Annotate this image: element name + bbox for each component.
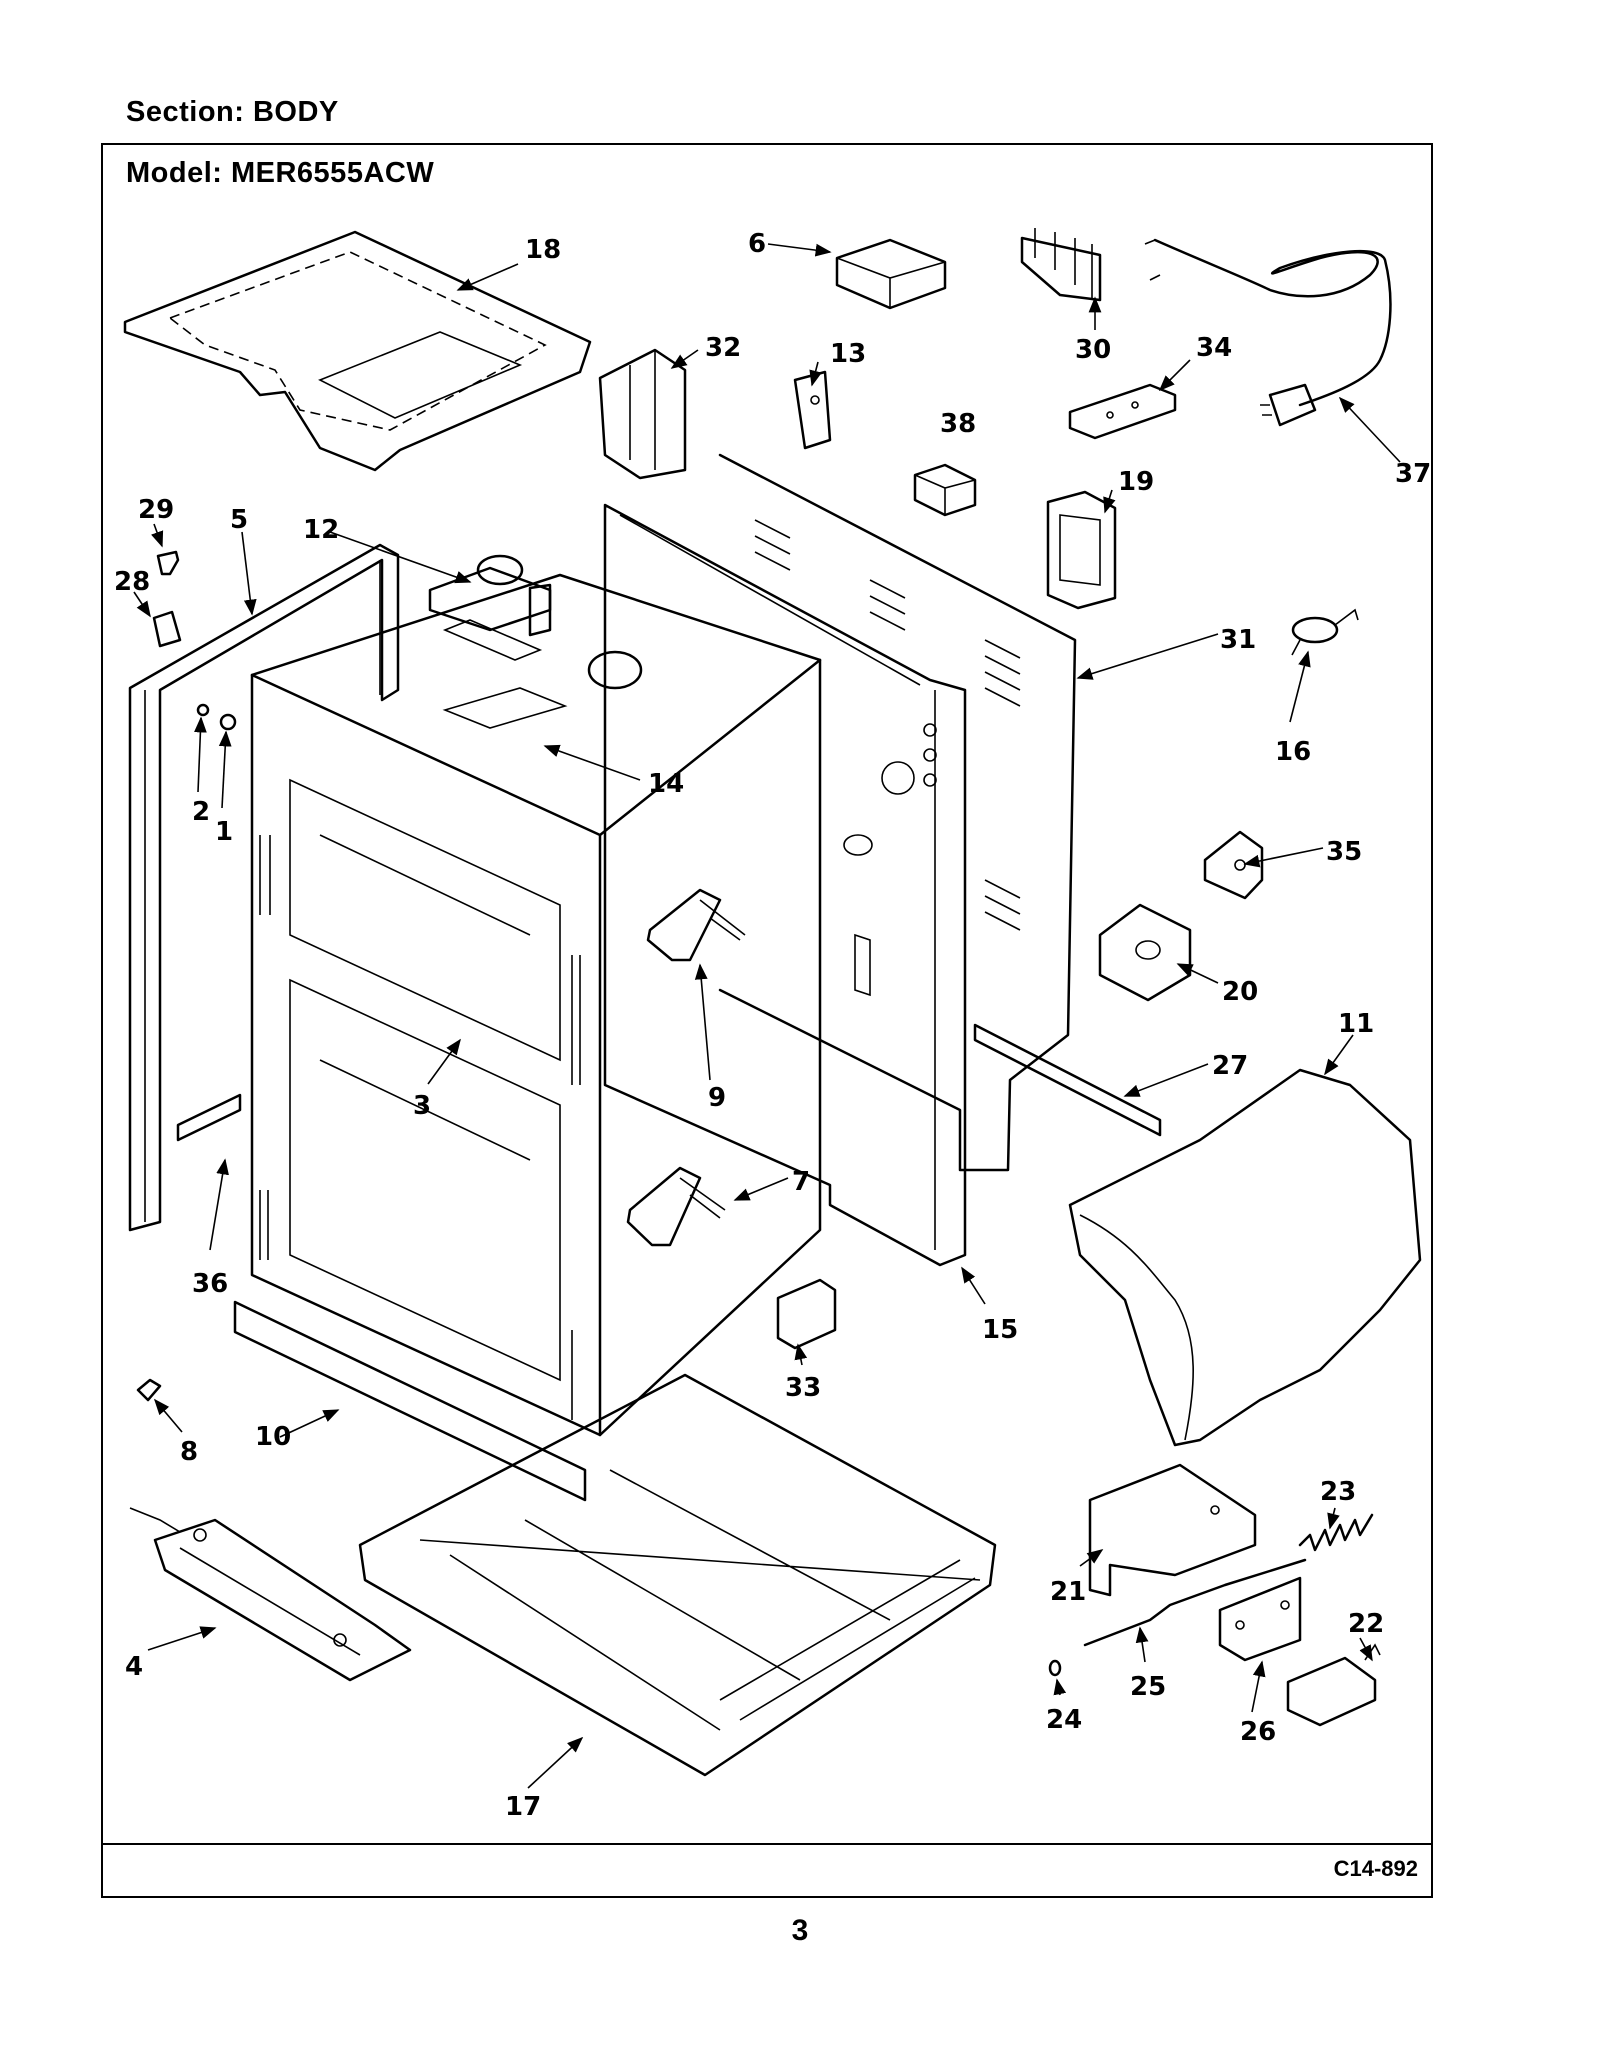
callout-1: 1 xyxy=(215,817,233,847)
callout-numbers: 18 6 32 13 30 34 38 37 19 29 5 12 28 31 … xyxy=(114,229,1431,1822)
part-bracket-20 xyxy=(1098,903,1192,1002)
part-power-cord-37 xyxy=(1144,238,1392,427)
part-box-6 xyxy=(835,238,947,310)
model-title: Model: MER6555ACW xyxy=(126,157,435,189)
callout-16: 16 xyxy=(1275,737,1311,767)
part-relay-38 xyxy=(913,463,977,517)
callout-12: 12 xyxy=(303,515,339,545)
part-disc-16 xyxy=(1291,608,1359,656)
callout-9: 9 xyxy=(708,1083,726,1113)
part-screw-29 xyxy=(156,550,180,576)
part-plug-1 xyxy=(219,713,237,731)
part-nut-24 xyxy=(1048,1659,1062,1677)
callout-24: 24 xyxy=(1046,1705,1082,1735)
callout-15: 15 xyxy=(982,1315,1018,1345)
callout-35: 35 xyxy=(1326,837,1362,867)
part-front-strip-10 xyxy=(233,1300,587,1502)
callout-23: 23 xyxy=(1320,1477,1356,1507)
part-hinge-9 xyxy=(646,888,746,962)
callout-leaders xyxy=(133,243,1401,1789)
part-terminal-block-30 xyxy=(1020,228,1102,302)
callout-18: 18 xyxy=(525,235,561,265)
part-screw-8 xyxy=(136,1378,162,1402)
part-screw-2 xyxy=(196,703,210,717)
part-oven-cavity xyxy=(250,573,822,1437)
part-top-panel xyxy=(123,230,592,472)
part-switch-assembly-4 xyxy=(129,1507,412,1682)
part-rod-25 xyxy=(1083,1558,1307,1647)
callout-32: 32 xyxy=(705,333,741,363)
part-bracket-35 xyxy=(1203,830,1264,900)
part-hinge-7 xyxy=(626,1166,726,1247)
part-plate-26 xyxy=(1218,1576,1302,1662)
callout-33: 33 xyxy=(785,1373,821,1403)
part-clip-28 xyxy=(152,610,182,648)
callout-17: 17 xyxy=(505,1792,541,1822)
callout-3: 3 xyxy=(413,1091,431,1121)
callout-21: 21 xyxy=(1050,1577,1086,1607)
part-trim-5 xyxy=(128,543,400,1232)
part-side-panel-15 xyxy=(603,503,967,1267)
callout-29: 29 xyxy=(138,495,174,525)
callout-2: 2 xyxy=(192,797,210,827)
part-bracket-32 xyxy=(598,348,687,480)
part-rear-panel-31 xyxy=(718,453,1077,1172)
callout-37: 37 xyxy=(1395,459,1431,489)
callout-10: 10 xyxy=(255,1422,291,1452)
callout-19: 19 xyxy=(1118,467,1154,497)
part-clip-33 xyxy=(776,1278,837,1350)
callout-36: 36 xyxy=(192,1269,228,1299)
diagram-frame xyxy=(101,143,1433,1898)
callout-14: 14 xyxy=(648,769,684,799)
footer-divider xyxy=(101,1843,1433,1845)
part-spring-23 xyxy=(1298,1513,1374,1552)
callout-4: 4 xyxy=(125,1652,143,1682)
callout-25: 25 xyxy=(1130,1672,1166,1702)
part-insulation-11 xyxy=(1068,1068,1422,1447)
section-title: Section: BODY xyxy=(126,96,339,128)
callout-38: 38 xyxy=(940,409,976,439)
drawing-code: C14-892 xyxy=(1333,1856,1418,1881)
part-bottom-panel-17 xyxy=(358,1373,997,1777)
callout-11: 11 xyxy=(1338,1009,1374,1039)
callout-6: 6 xyxy=(748,229,766,259)
callout-31: 31 xyxy=(1220,625,1256,655)
callout-8: 8 xyxy=(180,1437,198,1467)
callout-20: 20 xyxy=(1222,977,1258,1007)
callout-5: 5 xyxy=(230,505,248,535)
callout-26: 26 xyxy=(1240,1717,1276,1747)
part-strip-27 xyxy=(973,1023,1162,1137)
callout-13: 13 xyxy=(830,339,866,369)
part-bracket-21 xyxy=(1088,1463,1257,1597)
part-microswitch-22 xyxy=(1286,1643,1381,1727)
callout-34: 34 xyxy=(1196,333,1232,363)
part-thermostat-12 xyxy=(428,554,552,661)
callout-28: 28 xyxy=(114,567,150,597)
callout-27: 27 xyxy=(1212,1051,1248,1081)
callout-22: 22 xyxy=(1348,1609,1384,1639)
part-bracket-19 xyxy=(1046,490,1117,610)
part-plate-34 xyxy=(1068,383,1177,440)
callout-7: 7 xyxy=(792,1167,810,1197)
page-number: 3 xyxy=(791,1914,809,1947)
callout-30: 30 xyxy=(1075,335,1111,365)
part-strip-36 xyxy=(176,1093,242,1142)
